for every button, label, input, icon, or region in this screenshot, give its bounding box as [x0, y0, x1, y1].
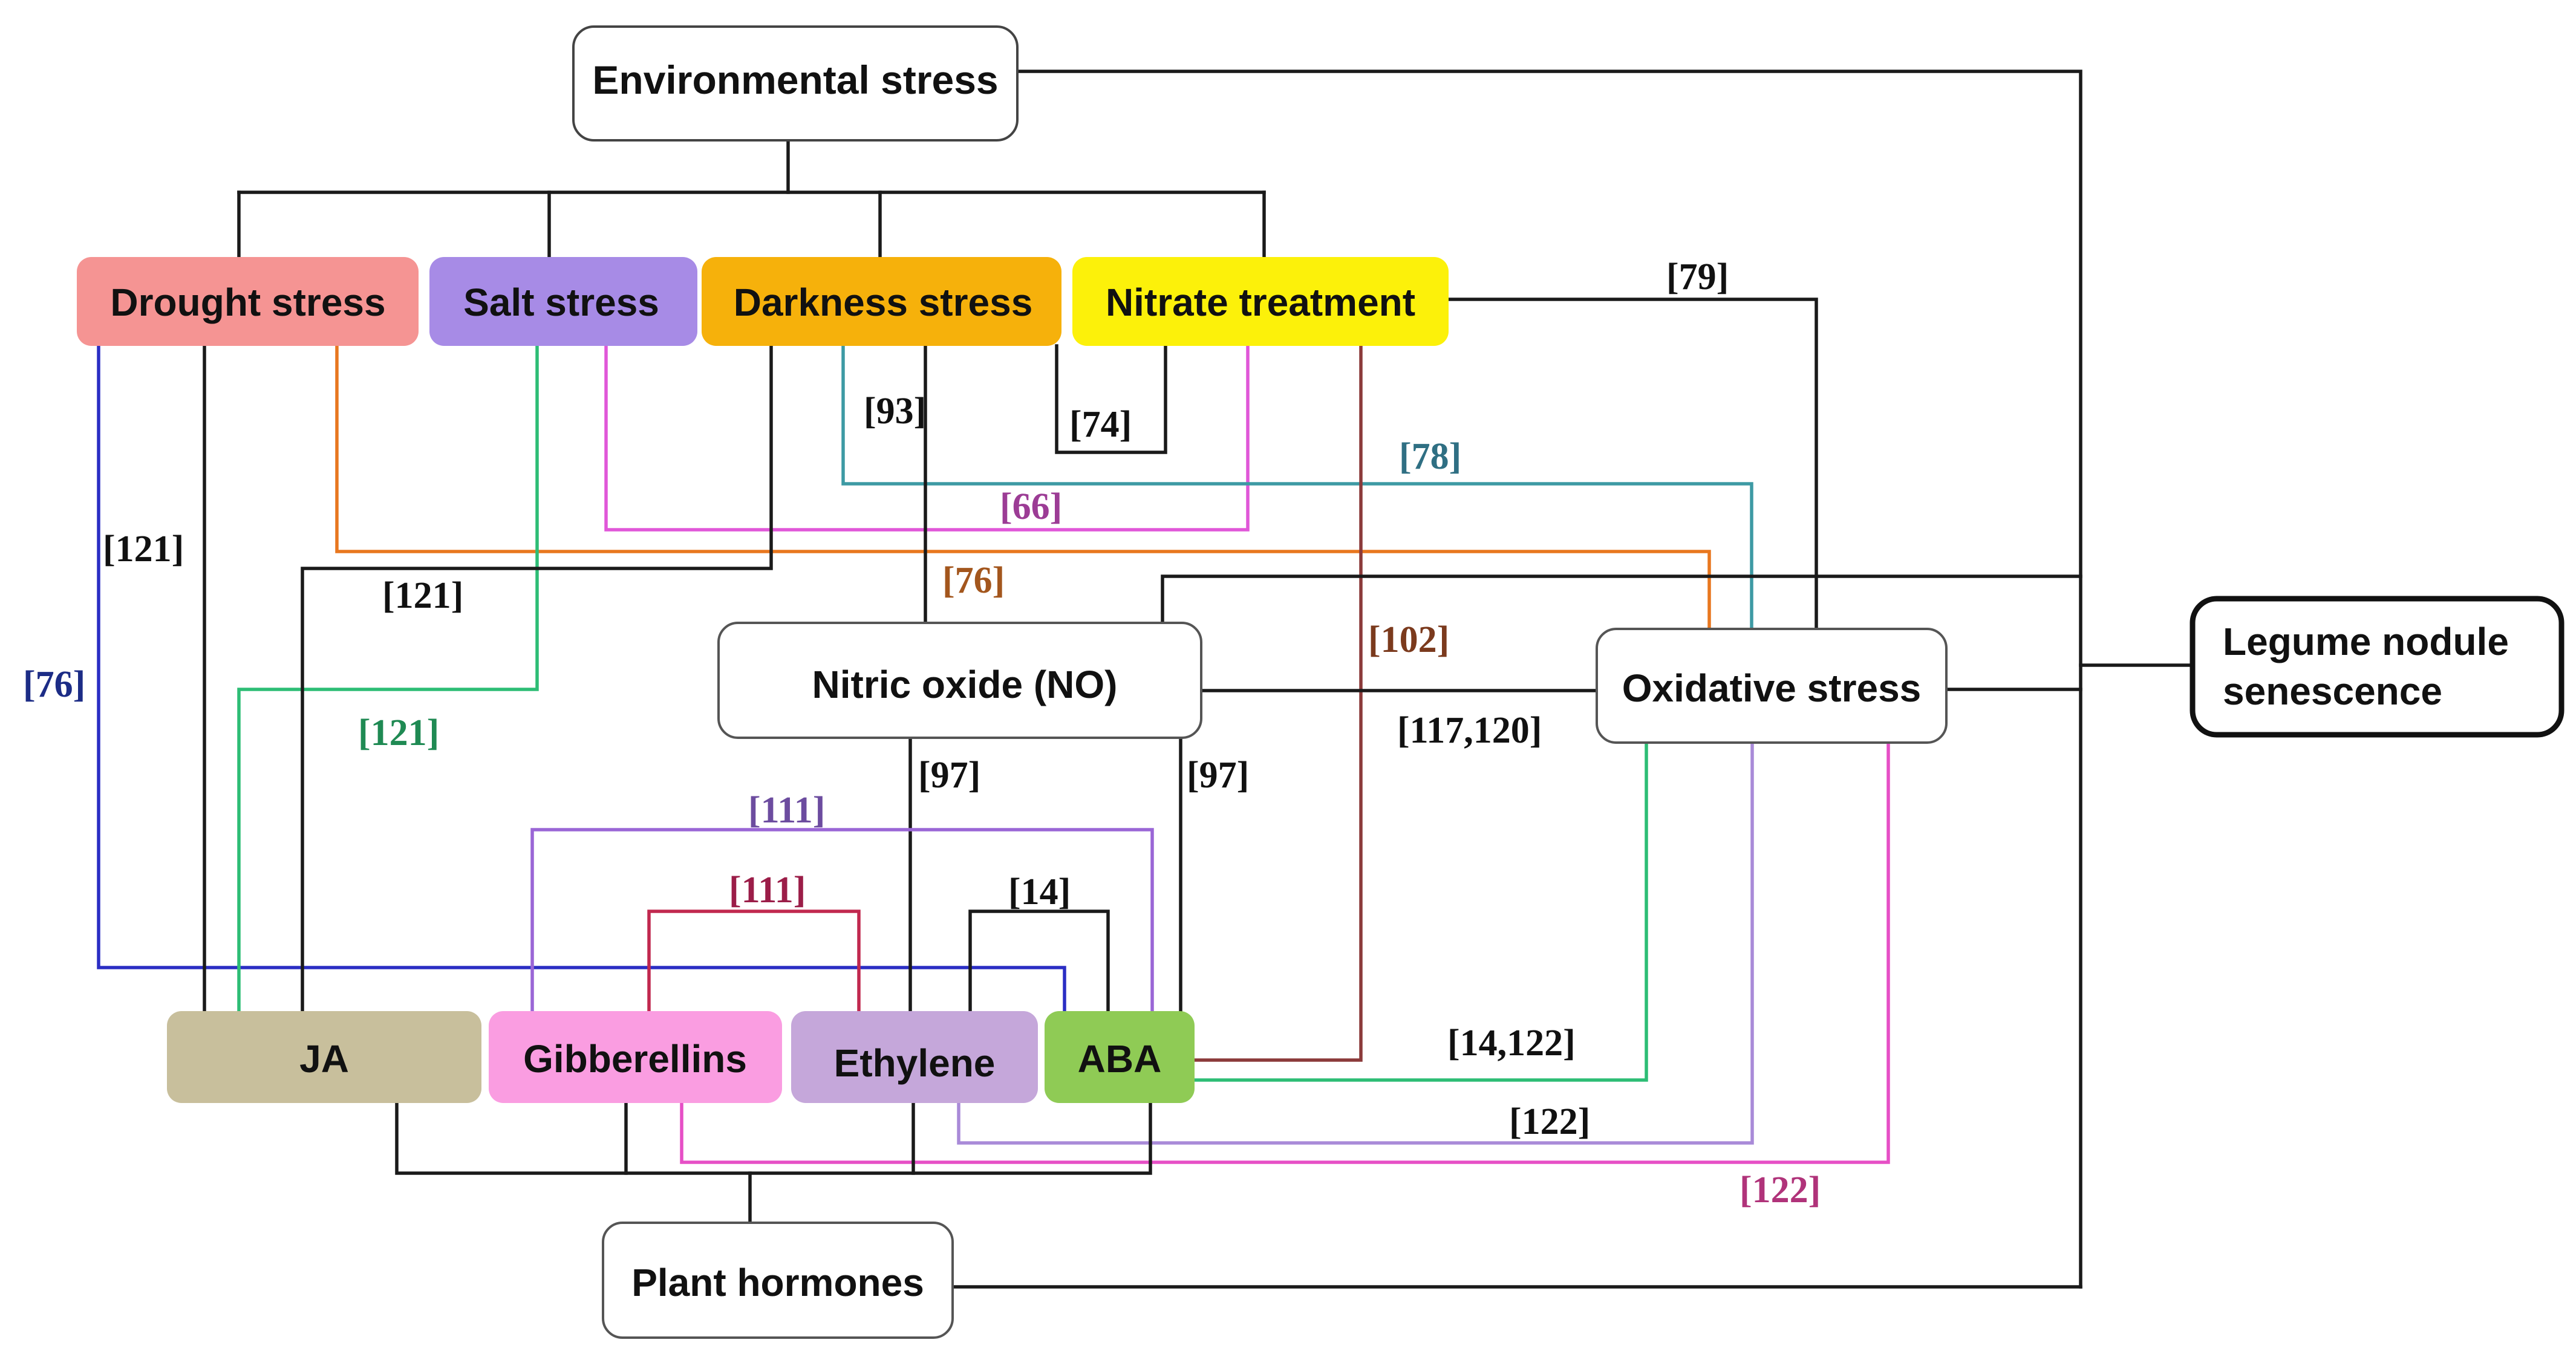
ethylene-label: Ethylene	[834, 1041, 996, 1085]
ref-66: [66]	[1000, 486, 1062, 527]
gibberellins-label: Gibberellins	[523, 1037, 747, 1081]
edge-no-bus	[1161, 574, 2082, 625]
node-oxidative-stress: Oxidative stress	[1596, 628, 1948, 744]
edge-ethylene-aba	[968, 910, 1110, 1013]
ref-74: [74]	[1069, 404, 1132, 445]
ref-78: [78]	[1399, 436, 1461, 477]
node-legume-nodule-senescence: Legume nodule senescence	[2190, 596, 2565, 738]
edge-oxidative-gibberellins	[680, 741, 1890, 1164]
node-drought-stress: Drought stress	[77, 257, 419, 346]
edge-gibberellins-ethylene	[647, 910, 861, 1013]
node-environmental-stress: Environmental stress	[572, 25, 1019, 142]
darkness-stress-label: Darkness stress	[734, 281, 1033, 324]
drought-stress-label: Drought stress	[110, 281, 385, 324]
ref-122-black: [122]	[1509, 1101, 1590, 1142]
edge-nitrate-oxidative	[1447, 298, 1818, 631]
edge-gibberellins-aba	[530, 828, 1154, 1013]
edge-oxidative-aba	[1193, 741, 1648, 1082]
ref-122-pink: [122]	[1740, 1170, 1821, 1211]
ja-label: JA	[299, 1037, 349, 1081]
node-aba: ABA	[1045, 1011, 1195, 1103]
aba-label: ABA	[1078, 1037, 1162, 1081]
ref-14-122: [14,122]	[1447, 1023, 1576, 1064]
environmental-stress-label: Environmental stress	[592, 57, 998, 102]
oxidative-stress-label: Oxidative stress	[1622, 666, 1922, 710]
node-gibberellins: Gibberellins	[489, 1011, 782, 1103]
edge-env-right-bus	[1014, 70, 2082, 1289]
edge-hormones-bus	[395, 1101, 1152, 1175]
ref-121-green: [121]	[358, 712, 439, 753]
edge-nitrate-aba	[1193, 344, 1363, 1062]
ref-121-darkness: [121]	[382, 575, 463, 616]
node-ethylene: Ethylene	[791, 1011, 1038, 1103]
ref-117-120: [117,120]	[1397, 710, 1542, 751]
ref-97-aba: [97]	[1187, 755, 1249, 796]
node-nitrate-treatment: Nitrate treatment	[1072, 257, 1449, 346]
node-plant-hormones: Plant hormones	[602, 1222, 954, 1339]
edge-oxidative-ethylene	[957, 741, 1754, 1145]
connectors	[97, 70, 2194, 1289]
edge-darkness-oxidative	[841, 344, 1753, 631]
edge-salt-ja	[237, 344, 539, 1013]
edge-darkness-nitrate	[1055, 344, 1167, 454]
ref-121-drought: [121]	[103, 529, 184, 570]
edge-darkness-ja	[301, 344, 773, 1013]
nitrate-treatment-label: Nitrate treatment	[1106, 281, 1415, 324]
node-nitric-oxide: Nitric oxide (NO)	[717, 622, 1202, 739]
edge-drought-aba-blue	[97, 344, 1066, 1012]
ref-111-red: [111]	[729, 870, 806, 911]
ref-111-purple: [111]	[748, 790, 825, 831]
ref-97-ethylene: [97]	[918, 755, 980, 796]
nitric-oxide-label: Nitric oxide (NO)	[812, 663, 1118, 706]
legume-nodule-senescence-label-line1: Legume nodule	[2223, 620, 2509, 663]
salt-stress-label: Salt stress	[463, 281, 659, 324]
node-darkness-stress: Darkness stress	[702, 257, 1061, 346]
ref-102: [102]	[1368, 619, 1449, 660]
node-salt-stress: Salt stress	[429, 257, 697, 346]
edge-drought-oxidative	[335, 344, 1711, 631]
ref-93: [93]	[864, 391, 926, 432]
node-ja: JA	[167, 1011, 481, 1103]
ref-76-blue: [76]	[23, 664, 85, 705]
reference-labels: [79] [93] [74] [78] [66] [121] [121] [76…	[23, 256, 1821, 1211]
ref-14: [14]	[1008, 871, 1071, 913]
legume-nodule-senescence-label-line2: senescence	[2223, 669, 2442, 713]
ref-79: [79]	[1666, 256, 1729, 298]
ref-76-orange: [76]	[942, 560, 1005, 601]
plant-hormones-label: Plant hormones	[631, 1261, 924, 1304]
